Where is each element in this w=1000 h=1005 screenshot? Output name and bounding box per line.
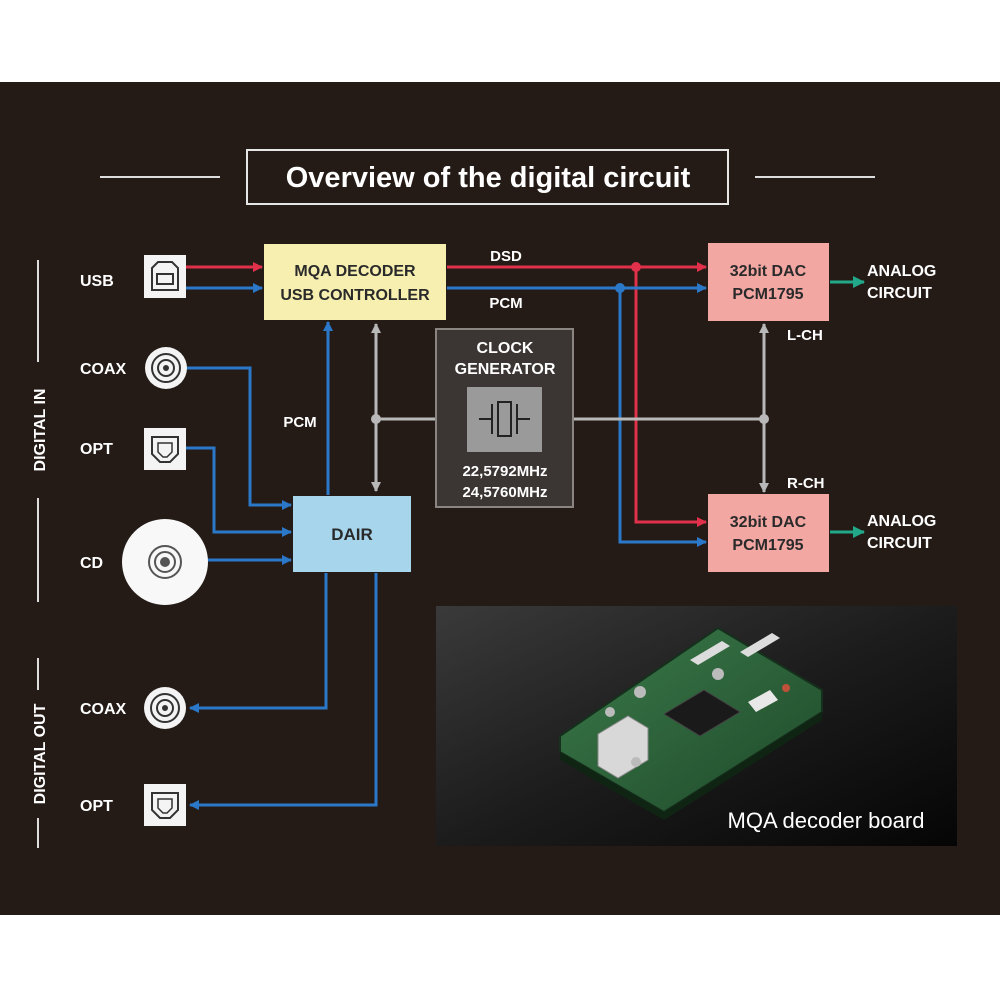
dsd-junction bbox=[631, 262, 641, 272]
clock-junction-right bbox=[759, 414, 769, 424]
pcm-junction bbox=[615, 283, 625, 293]
coax-in-line bbox=[186, 366, 292, 510]
dair-block: DAIR bbox=[293, 496, 411, 572]
dac-top-line2: PCM1795 bbox=[732, 286, 803, 303]
pcm-vertical-label: PCM bbox=[283, 414, 316, 431]
decoder-chip-icon bbox=[663, 689, 741, 737]
opt-output-label: OPT bbox=[80, 798, 113, 815]
coax-input-icon bbox=[145, 347, 187, 389]
cd-input-label: CD bbox=[80, 555, 103, 572]
coax-output-label: COAX bbox=[80, 701, 127, 718]
page-title: Overview of the digital circuit bbox=[286, 162, 691, 194]
coax-input-label: COAX bbox=[80, 361, 127, 378]
coax-output-icon bbox=[144, 687, 186, 729]
dac-bottom-block: 32bit DAC PCM1795 bbox=[708, 494, 829, 572]
opt-input-label: OPT bbox=[80, 441, 113, 458]
clock-freq-1: 22,5792MHz bbox=[462, 463, 547, 480]
pcm-signal-label: PCM bbox=[489, 295, 522, 312]
analog-top-line1: ANALOG bbox=[867, 263, 936, 280]
opt-out-line bbox=[189, 573, 378, 810]
clock-junction-left bbox=[371, 414, 381, 424]
coax-out-line bbox=[189, 573, 328, 713]
photo-caption: MQA decoder board bbox=[728, 808, 925, 833]
crystal-oscillator-icon bbox=[467, 387, 542, 452]
mqa-decoder-board-photo: MQA decoder board bbox=[436, 606, 957, 846]
opt-output-icon bbox=[144, 784, 186, 826]
dsd-line-to-rdac bbox=[634, 267, 707, 527]
opt-in-line bbox=[186, 446, 292, 537]
analog-bottom-line2: CIRCUIT bbox=[867, 535, 932, 552]
dac-bottom-line1: 32bit DAC bbox=[730, 514, 807, 531]
dac-top-line1: 32bit DAC bbox=[730, 263, 807, 280]
opt-input-icon bbox=[144, 428, 186, 470]
analog-bottom-line1: ANALOG bbox=[867, 513, 936, 530]
mqa-block-line1: MQA DECODER bbox=[294, 263, 416, 280]
clock-label-line2: GENERATOR bbox=[455, 361, 556, 378]
analog-top-line2: CIRCUIT bbox=[867, 285, 932, 302]
clock-freq-2: 24,5760MHz bbox=[462, 484, 547, 501]
dac-top-block: 32bit DAC PCM1795 bbox=[708, 243, 829, 321]
l-ch-label: L-CH bbox=[787, 327, 823, 344]
clock-generator-block: CLOCK GENERATOR 22,5792MHz 24,5760MHz bbox=[435, 328, 574, 508]
pcm-line-to-rdac bbox=[618, 288, 707, 547]
digital-in-label: DIGITAL IN bbox=[32, 389, 49, 472]
mqa-block-line2: USB CONTROLLER bbox=[280, 287, 430, 304]
mqa-decoder-block: MQA DECODER USB CONTROLLER bbox=[264, 244, 446, 320]
r-ch-label: R-CH bbox=[787, 475, 825, 492]
usb-input-label: USB bbox=[80, 273, 114, 290]
clock-label-line1: CLOCK bbox=[477, 340, 534, 357]
dsd-signal-label: DSD bbox=[490, 248, 522, 265]
dac-bottom-line2: PCM1795 bbox=[732, 537, 803, 554]
title-frame bbox=[246, 149, 729, 205]
usb-connector-icon bbox=[144, 255, 186, 298]
digital-out-label: DIGITAL OUT bbox=[32, 703, 49, 804]
dair-label: DAIR bbox=[331, 525, 373, 544]
cd-disc-icon bbox=[122, 519, 208, 605]
